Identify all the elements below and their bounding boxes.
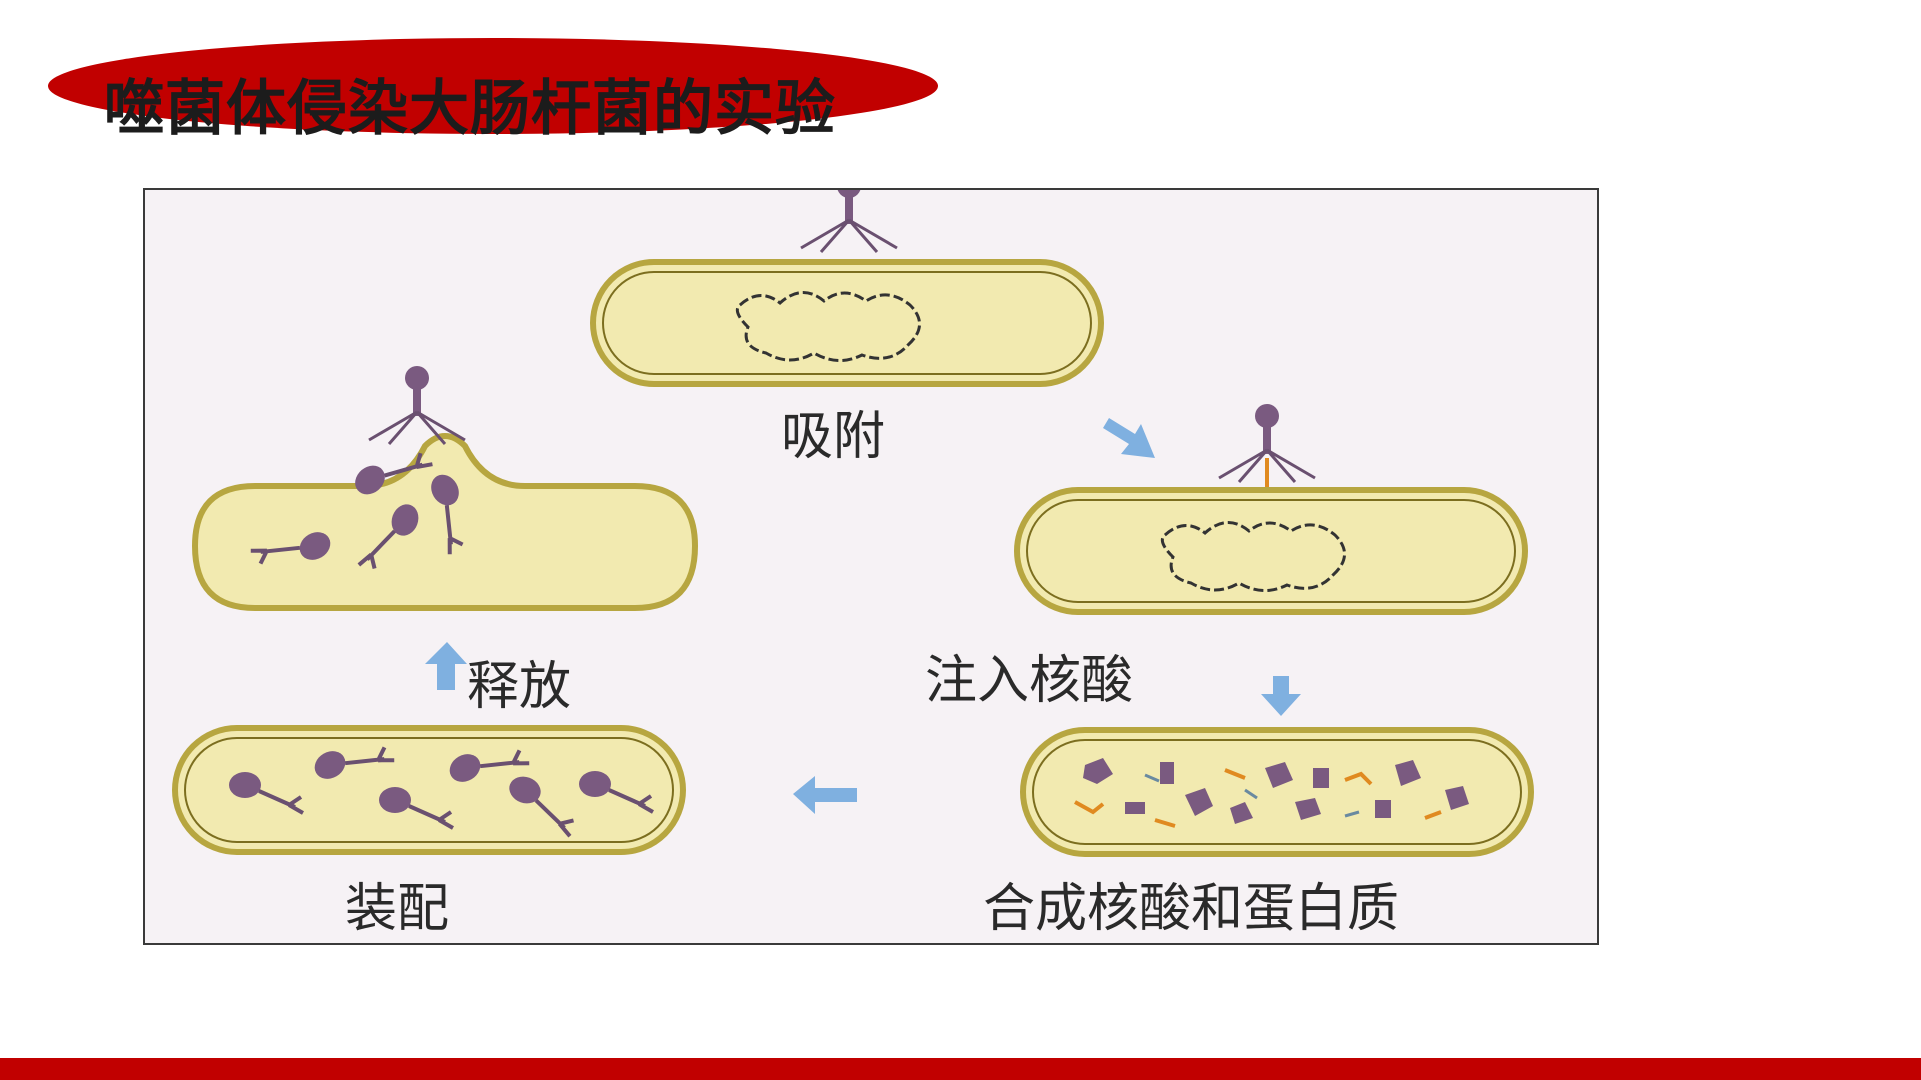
- footer-bar: [0, 1058, 1921, 1080]
- slide-title: 噬菌体侵染大肠杆菌的实验: [104, 74, 836, 144]
- bacterial-dna: [735, 291, 921, 362]
- cell-injection: [1014, 402, 1528, 615]
- diagram-canvas: [172, 190, 1534, 857]
- title-banner: [48, 38, 938, 134]
- step-label-adsorption: 吸附: [781, 407, 886, 467]
- cell-adsorption: [590, 190, 1104, 387]
- arrow-left: [793, 776, 857, 814]
- step-label-injection: 注入核酸: [925, 651, 1134, 711]
- arrow-up: [425, 642, 467, 690]
- flow-arrows: [425, 418, 1301, 814]
- step-label-release: 释放: [467, 657, 572, 717]
- cell-synthesis: [1020, 727, 1534, 857]
- cell-assembly: [172, 722, 686, 855]
- arrow-down-right: [1103, 418, 1155, 458]
- step-label-assembly: 装配: [345, 879, 450, 939]
- step-label-synthesis: 合成核酸和蛋白质: [983, 879, 1400, 939]
- cell-release: [191, 364, 699, 611]
- arrow-down: [1261, 676, 1301, 716]
- phage-infection-diagram: 吸附 注入核酸 合成核酸和蛋白质 装配 释放: [143, 188, 1599, 945]
- phage-released: [367, 364, 467, 446]
- phage-attached: [799, 190, 899, 254]
